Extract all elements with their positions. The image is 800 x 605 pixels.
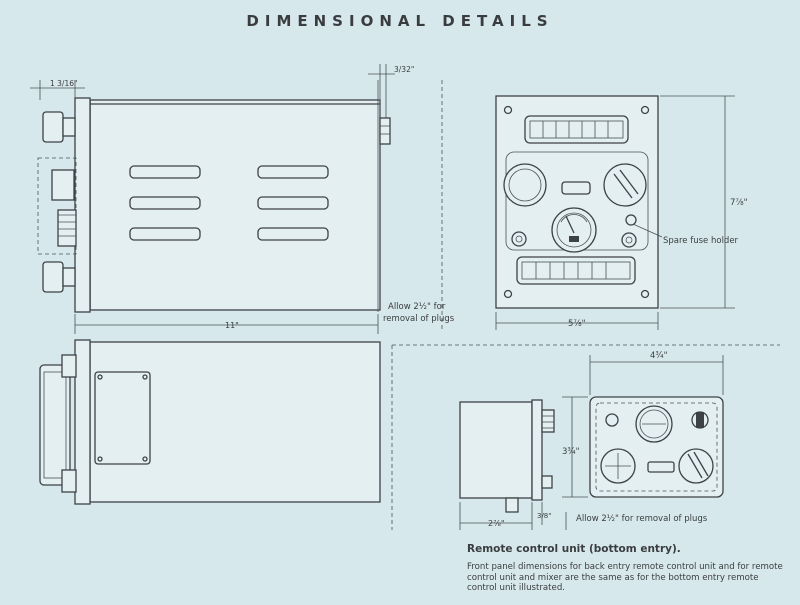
- allow-plugs-line1: Allow 2½" for: [388, 302, 446, 312]
- page-title: DIMENSIONAL DETAILS: [246, 12, 553, 30]
- allow-plugs-remote-label: Allow 2½" for removal of plugs: [576, 514, 708, 524]
- dim-remote-width-label: 4¾": [650, 351, 668, 361]
- side-view: 1 3/16" 3/32": [30, 64, 455, 334]
- dim-length-label: 11": [225, 321, 239, 330]
- front-panel-view: Spare fuse holder 7⅞" 5⅞": [391, 80, 780, 530]
- dim-top-left-label: 1 3/16": [50, 79, 77, 88]
- dim-top-right-label: 3/32": [394, 65, 414, 74]
- dim-panel-width-label: 5⅞": [568, 319, 586, 329]
- caption-title: Remote control unit (bottom entry).: [467, 543, 681, 555]
- dim-panel-height-label: 7⅞": [730, 198, 748, 208]
- remote-unit-front: 4¾" 3¾" Allow 2½" for removal of plugs: [562, 351, 724, 530]
- allow-plugs-line2: removal of plugs: [383, 314, 455, 324]
- remote-unit-side: 2⅞" 3/8": [459, 399, 555, 530]
- caption-text: Front panel dimensions for back entry re…: [467, 562, 783, 593]
- dim-remote-height-label: 3¾": [562, 447, 580, 457]
- dim-remote-small-label: 3/8": [537, 512, 552, 520]
- spare-fuse-label: Spare fuse holder: [663, 236, 739, 246]
- bottom-view: [39, 339, 381, 505]
- dim-remote-depth-label: 2⅞": [488, 519, 505, 528]
